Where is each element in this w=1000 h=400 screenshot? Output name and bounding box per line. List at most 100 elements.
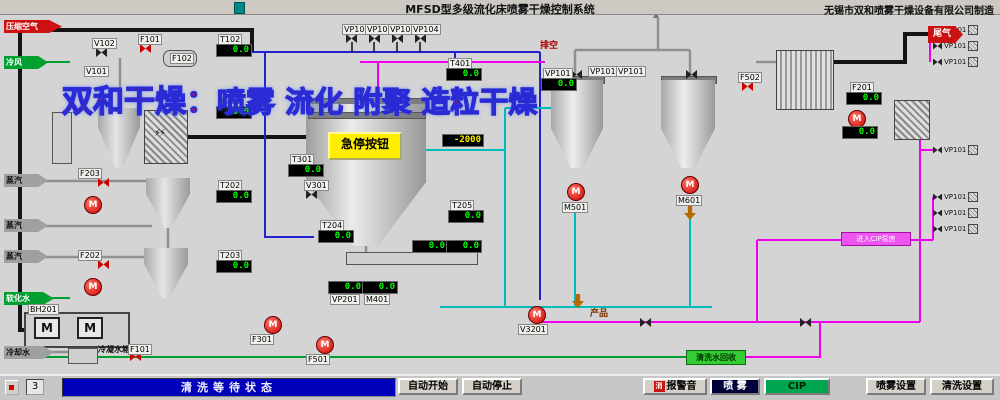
display-T301: 0.0 [288, 164, 324, 177]
valve-F203 [98, 178, 109, 187]
right-valve-row-7: VP101 [933, 224, 997, 234]
tag-VP101-r2: VP101 [944, 42, 967, 50]
alarm-indicator-button[interactable] [5, 380, 19, 395]
valve-icon [933, 209, 942, 217]
source-cooling-water: 冷却水 [4, 346, 54, 359]
tag-VP101f: VP101 [616, 66, 646, 77]
display-T205: 0.0 [448, 210, 484, 223]
display-pressure: -2000 [442, 134, 484, 147]
label-vent: 排空 [540, 41, 559, 51]
title-bar: MFSD型多级流化床喷雾干燥控制系统 无锡市双和喷雾干燥设备有限公司制造 [0, 0, 1000, 17]
column-tower [52, 112, 72, 164]
valve-VP104 [415, 34, 426, 43]
tag-VP101-r4: VP101 [944, 146, 967, 154]
tag-V102: V102 [92, 38, 117, 49]
tag-V3201: V3201 [518, 324, 548, 335]
label-condensate-tank: 冷凝水箱 [98, 345, 130, 354]
tag-BH201: BH201 [28, 304, 59, 315]
mute-alarm-button[interactable]: 消报警音 [643, 378, 707, 395]
end-cap-icon [968, 25, 979, 35]
right-valve-row-5: VP101 [933, 192, 997, 202]
valve-hopper2 [686, 70, 697, 79]
tag-VP101-r3: VP101 [944, 58, 967, 66]
tag-V301: V301 [304, 180, 329, 191]
display-M401: 0.0 [362, 281, 398, 294]
tag-V101: V101 [84, 66, 109, 77]
display-deck-1: 0.0 [412, 240, 448, 253]
end-cap-icon [968, 41, 979, 51]
fan-2: M [84, 278, 102, 296]
tag-VP101-r7: VP101 [944, 225, 967, 233]
tag-VP104: VP104 [411, 24, 441, 35]
display-deck-2: 0.0 [446, 240, 482, 253]
water-recycle-label: 清洗水回收 [686, 350, 746, 365]
clean-settings-button[interactable]: 清洗设置 [930, 378, 994, 395]
tag-VP101e: VP101 [588, 66, 618, 77]
display-F201: 0.0 [846, 92, 882, 105]
auto-start-button[interactable]: 自动开始 [398, 378, 458, 395]
tag-F301: F301 [250, 334, 274, 345]
valve-V301 [306, 190, 317, 199]
valve-F101 [140, 44, 151, 53]
alarm-dot-icon [9, 385, 14, 390]
tag-VP101-r6: VP101 [944, 209, 967, 217]
end-cap-icon [968, 192, 979, 202]
tag-F501: F501 [306, 354, 330, 365]
company-name: 无锡市双和喷雾干燥设备有限公司制造 [824, 6, 994, 17]
fluidbed-deck [346, 252, 478, 265]
right-valve-row-2: VP101 [933, 41, 997, 51]
mute-label: 报警音 [666, 381, 697, 392]
valve-F502 [742, 82, 753, 91]
emergency-stop-button[interactable]: 急停按钮 [328, 132, 402, 160]
spray-button[interactable]: 喷 雾 [710, 378, 760, 395]
display-VP201: 0.0 [328, 281, 364, 294]
tag-F101: F101 [138, 34, 162, 45]
unit-BH201: M M [24, 312, 130, 348]
status-text: 清洗等待状态 [62, 378, 396, 397]
tag-M501: M501 [562, 202, 589, 213]
lightning-icon: ⚡⚡ [154, 128, 166, 139]
source-soft-water: 软化水 [4, 292, 54, 305]
tag-F102: F102 [170, 53, 194, 64]
end-cap-icon [968, 145, 979, 155]
mute-icon: 消 [653, 381, 665, 392]
display-T201: 0.0 [216, 106, 252, 119]
valve-icon [933, 193, 942, 201]
source-steam-1: 蒸汽 [4, 174, 48, 187]
valve-cip-2 [800, 318, 811, 327]
valve-cip-1 [640, 318, 651, 327]
display-T401: 0.0 [446, 68, 482, 81]
tag-VP101-r5: VP101 [944, 193, 967, 201]
valve-hopper1 [571, 70, 582, 79]
auto-stop-button[interactable]: 自动停止 [462, 378, 522, 395]
fan-F301: M [264, 316, 282, 334]
label-product: 产品 [590, 309, 609, 319]
right-valve-row-3: VP101 [933, 57, 997, 67]
exhaust-filter [894, 100, 930, 140]
cip-button[interactable]: CIP [764, 378, 830, 395]
fan-M601: M [681, 176, 699, 194]
right-valve-row-4: VP101 [933, 145, 997, 155]
valve-VP101 [346, 34, 357, 43]
tag-F203: F203 [78, 168, 102, 179]
chamber-plenum [308, 112, 426, 119]
fan-M501: M [567, 183, 585, 201]
valve-icon [933, 146, 942, 154]
spray-settings-button[interactable]: 喷雾设置 [866, 378, 926, 395]
tag-M601: M601 [676, 195, 703, 206]
fan-exhaust: M [848, 110, 866, 128]
source-steam-2: 蒸汽 [4, 219, 48, 232]
display-T102: 0.0 [216, 44, 252, 57]
tag-M401: M401 [364, 294, 391, 305]
valve-F101b [130, 352, 141, 361]
electric-heater [144, 110, 188, 164]
display-T203: 0.0 [216, 260, 252, 273]
end-cap-icon [968, 208, 979, 218]
valve-icon [933, 225, 942, 233]
motor-icon: M [34, 317, 60, 339]
tag-VP201: VP201 [330, 294, 360, 305]
tag-F502: F502 [738, 72, 762, 83]
counter-box: 3 [26, 379, 44, 395]
